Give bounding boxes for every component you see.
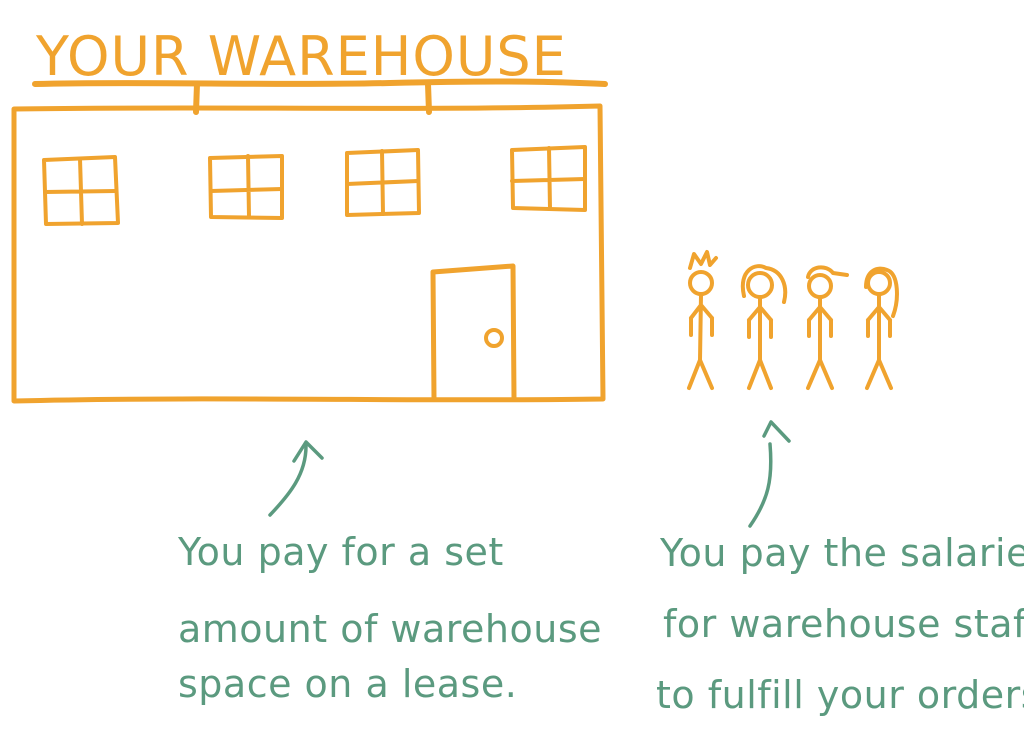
stick-figure-icon-2 [740,264,788,390]
warehouse-sign: YOUR WAREHOUSE [32,25,608,115]
warehouse-title: YOUR WAREHOUSE [35,25,567,88]
door-knob [484,328,504,348]
lease-annotation-line-2: amount of warehouse [178,607,602,651]
window-icon-1 [42,155,120,226]
lease-annotation-line-3: space on a lease. [178,662,517,706]
curved-arrow-icon-left [268,440,324,517]
window-icon-4 [510,145,587,212]
stick-figure-icon-1 [687,250,718,390]
building-outline [11,103,606,404]
stick-figure-icon-4 [864,266,899,390]
warehouse-building-icon [11,103,606,404]
stick-figure-icon-3 [806,265,849,390]
lease-annotation-line-1: You pay for a set [177,530,504,574]
sign-underline [32,78,608,87]
lease-annotation: You pay for a set amount of warehouse sp… [177,530,602,706]
window-icon-3 [345,148,421,217]
staff-annotation: You pay the salaries for warehouse staff… [656,531,1024,717]
door-icon [430,263,517,402]
warehouse-staff-group [687,250,899,390]
curved-arrow-icon-right [748,420,791,528]
staff-annotation-line-3: to fulfill your orders. [656,673,1024,717]
window-icon-2 [208,154,284,220]
staff-annotation-line-1: You pay the salaries [659,531,1024,575]
staff-annotation-line-2: for warehouse staff [663,602,1024,646]
